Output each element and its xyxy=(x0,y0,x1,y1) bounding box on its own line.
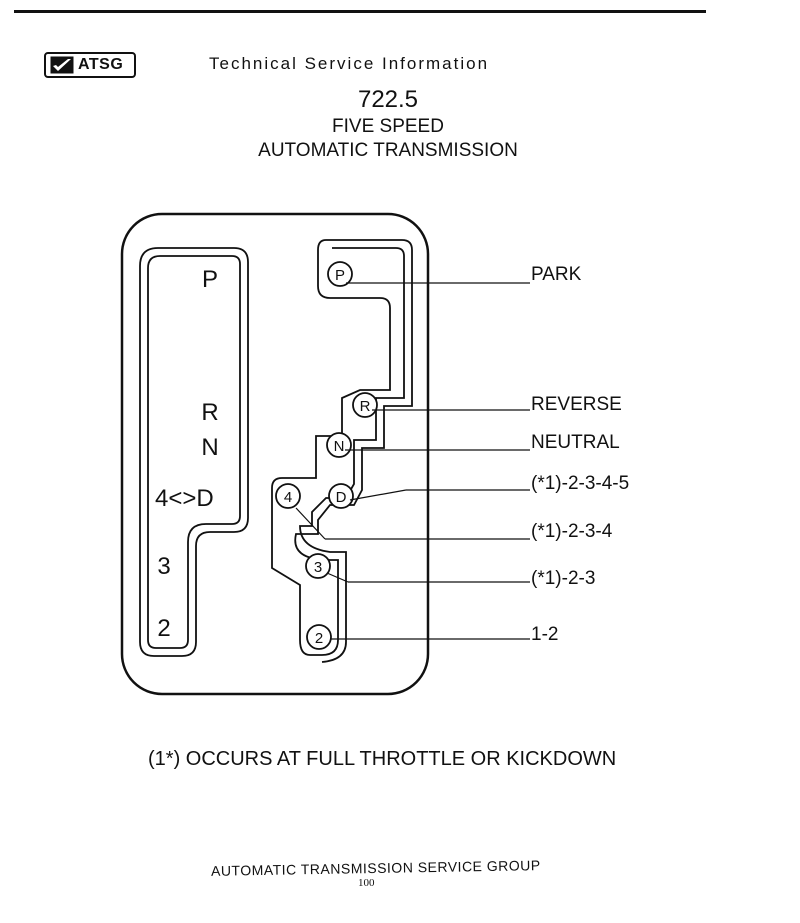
position-4: 4 xyxy=(275,483,301,509)
position-2-label: 2 xyxy=(315,630,323,647)
gate-label-r: R xyxy=(201,399,218,426)
position-r: R xyxy=(352,392,378,418)
position-d: D xyxy=(328,483,354,509)
header-rule xyxy=(14,10,706,13)
subtitle-line2: AUTOMATIC TRANSMISSION xyxy=(258,140,518,161)
leader-4 xyxy=(295,507,326,540)
callout-2: 1-2 xyxy=(531,624,558,645)
position-p-label: P xyxy=(335,267,345,284)
model-number: 722.5 xyxy=(357,86,419,113)
logo-text: ATSG xyxy=(78,56,124,73)
callout-3: (*1)-2-3 xyxy=(531,568,595,589)
gate-label-3: 3 xyxy=(157,553,170,580)
leader-d xyxy=(349,489,407,501)
gate-plate-outer xyxy=(139,247,249,657)
position-3: 3 xyxy=(305,553,331,579)
callout-neutral: NEUTRAL xyxy=(531,432,620,453)
subtitle-line1: FIVE SPEED xyxy=(332,116,444,137)
shift-path-inner xyxy=(299,247,405,663)
position-n: N xyxy=(326,432,352,458)
shifter-housing xyxy=(120,212,430,696)
atsg-logo: ATSG xyxy=(44,52,136,78)
callout-reverse: REVERSE xyxy=(531,394,622,415)
checkmark-icon xyxy=(50,56,74,74)
position-4-label: 4 xyxy=(284,489,292,506)
gate-plate-inner xyxy=(147,255,241,649)
position-2: 2 xyxy=(306,624,332,650)
position-p: P xyxy=(327,261,353,287)
callout-d: (*1)-2-3-4-5 xyxy=(531,473,629,494)
page-number: 100 xyxy=(358,877,375,889)
position-3-label: 3 xyxy=(314,559,322,576)
gate-label-p: P xyxy=(202,266,218,293)
leader-3 xyxy=(326,572,349,583)
service-title: Technical Service Information xyxy=(209,54,490,73)
gate-label-2: 2 xyxy=(157,615,170,642)
footnote: (1*) OCCURS AT FULL THROTTLE OR KICKDOWN xyxy=(148,748,617,770)
position-d-label: D xyxy=(336,489,347,506)
callout-park: PARK xyxy=(531,264,582,285)
gate-label-d: 4<>D xyxy=(155,485,214,512)
gate-label-n: N xyxy=(201,434,218,461)
callout-4: (*1)-2-3-4 xyxy=(531,521,613,542)
position-r-label: R xyxy=(360,398,371,415)
position-n-label: N xyxy=(334,438,345,455)
